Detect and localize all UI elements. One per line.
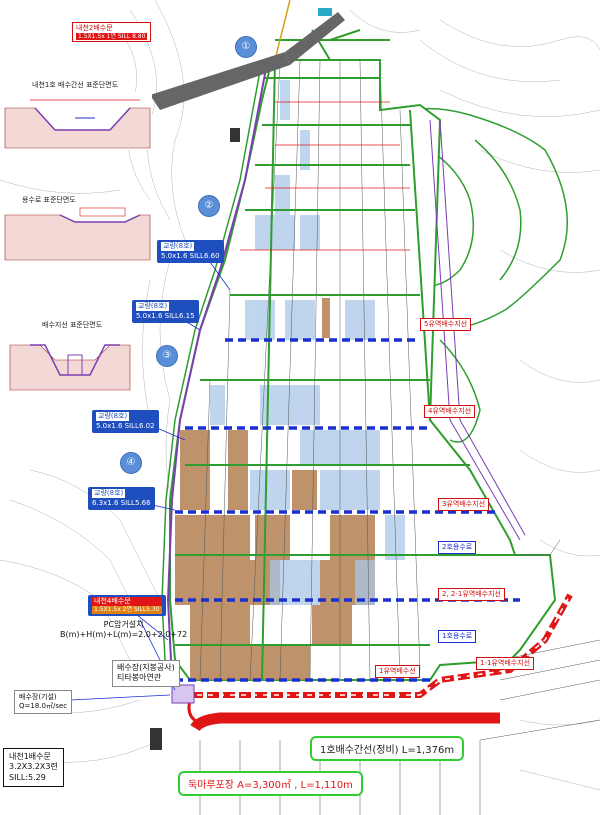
bridge-1-title: 교량(8호): [161, 242, 195, 252]
gate5-callout: 내천4배수문 1.5X1.5x 2연 SILL5.30: [88, 595, 166, 616]
pump-station-icon: [150, 128, 240, 750]
bridge-3-title: 교량(8호): [96, 412, 130, 422]
section-drawing-1: [2, 92, 152, 150]
sluice-line1: 내천1배수문: [9, 752, 51, 761]
marker-4: ④: [120, 452, 142, 474]
sluice-line3: SILL:5.29: [9, 772, 46, 782]
new-pump-line1: 배수장(지봉공사): [117, 663, 175, 672]
right-road: [429, 119, 526, 541]
gray-road: [150, 8, 345, 110]
embankment-label: 둑마루포장 A=3,300㎡ , L=1,110m: [178, 771, 363, 796]
sluice-gate-label: 내천1배수문 3.2X3.2X3련 SILL:5.29: [3, 748, 64, 788]
top-gate-spec: 1.5X1.5x 1연 SILL 8.80: [76, 32, 148, 41]
section2-title: 용수로 표준단면도: [22, 196, 76, 204]
bridge-callout-1: 교량(8호) 5.0x1.6 SILL6.60: [157, 240, 224, 264]
sluice-line2: 3.2X3.2X3련: [9, 762, 58, 772]
irrigation-1-label: 1호용수로: [438, 630, 477, 643]
main-drain-label: 1호배수간선(정비) L=1,376m: [310, 736, 465, 761]
bridge-4-title: 교량(8호): [92, 489, 126, 499]
bridge-2-title: 교량(8호): [136, 302, 170, 312]
pc-culvert-formula: B(m)+H(m)+L(m)=2.0+2.0+72: [60, 630, 188, 640]
bridge-4-spec: 6.3x1.6 SILL5.66: [92, 499, 151, 508]
marker-3: ③: [156, 345, 178, 367]
marker-1: ①: [235, 36, 257, 58]
bridge-callout-2: 교량(8호) 5.0x1.6 SILL6.15: [132, 300, 199, 324]
top-gate-title: 내천2배수문: [76, 24, 113, 32]
bridge-1-spec: 5.0x1.6 SILL6.60: [161, 252, 220, 261]
marker-2: ②: [198, 195, 220, 217]
old-pump-line2: Q=18.0㎥/sec: [19, 702, 68, 711]
section1-title: 내천1호 배수간선 표준단면도: [32, 81, 119, 89]
ditch-1-label: 1유역배수선: [375, 665, 420, 678]
gate5-title: 내천4배수문: [92, 597, 162, 607]
left-road: [161, 0, 291, 681]
new-pump-label: 배수장(지봉공사) 티타봉아연관: [112, 660, 180, 687]
blue-fields: [210, 80, 405, 605]
bridge-callout-3: 교량(8호) 5.0x1.6 SILL6.02: [92, 410, 159, 434]
bridge-2-spec: 5.0x1.6 SILL6.15: [136, 312, 195, 321]
ditch-2-label: 2, 2-1유역배수지선: [438, 588, 505, 601]
old-pump-line1: 배수장(기설): [19, 693, 57, 701]
ditch-5-label: 5유역배수지선: [420, 318, 472, 331]
bridge-callout-4: 교량(8호) 6.3x1.6 SILL5.66: [88, 487, 155, 511]
section-drawing-3: [9, 344, 131, 391]
new-pump-line2: 티타봉아연관: [117, 673, 162, 683]
gate5-spec: 1.5X1.5x 2연 SILL5.30: [92, 606, 162, 614]
pc-culvert-label: PC암거설치 B(m)+H(m)+L(m)=2.0+2.0+72: [60, 620, 187, 641]
section3-title: 배수지선 표준단면도: [42, 321, 103, 329]
old-pump-label: 배수장(기설) Q=18.0㎥/sec: [14, 690, 73, 715]
top-gate-callout: 내천2배수문 1.5X1.5x 1연 SILL 8.80: [72, 22, 152, 43]
irrigation-2-label: 2호용수로: [438, 541, 477, 554]
pc-culvert-title: PC암거설치: [103, 620, 144, 629]
ditch-4-label: 4유역배수지선: [424, 405, 476, 418]
field-lines: [199, 59, 421, 681]
ditch-11-label: 1-1유역배수지선: [476, 657, 535, 670]
ditch-3-label: 3유역배수지선: [438, 498, 490, 511]
section-drawing-2: [4, 207, 151, 261]
bridge-3-spec: 5.0x1.6 SILL6.02: [96, 422, 155, 431]
red-road-lines: [240, 101, 410, 251]
